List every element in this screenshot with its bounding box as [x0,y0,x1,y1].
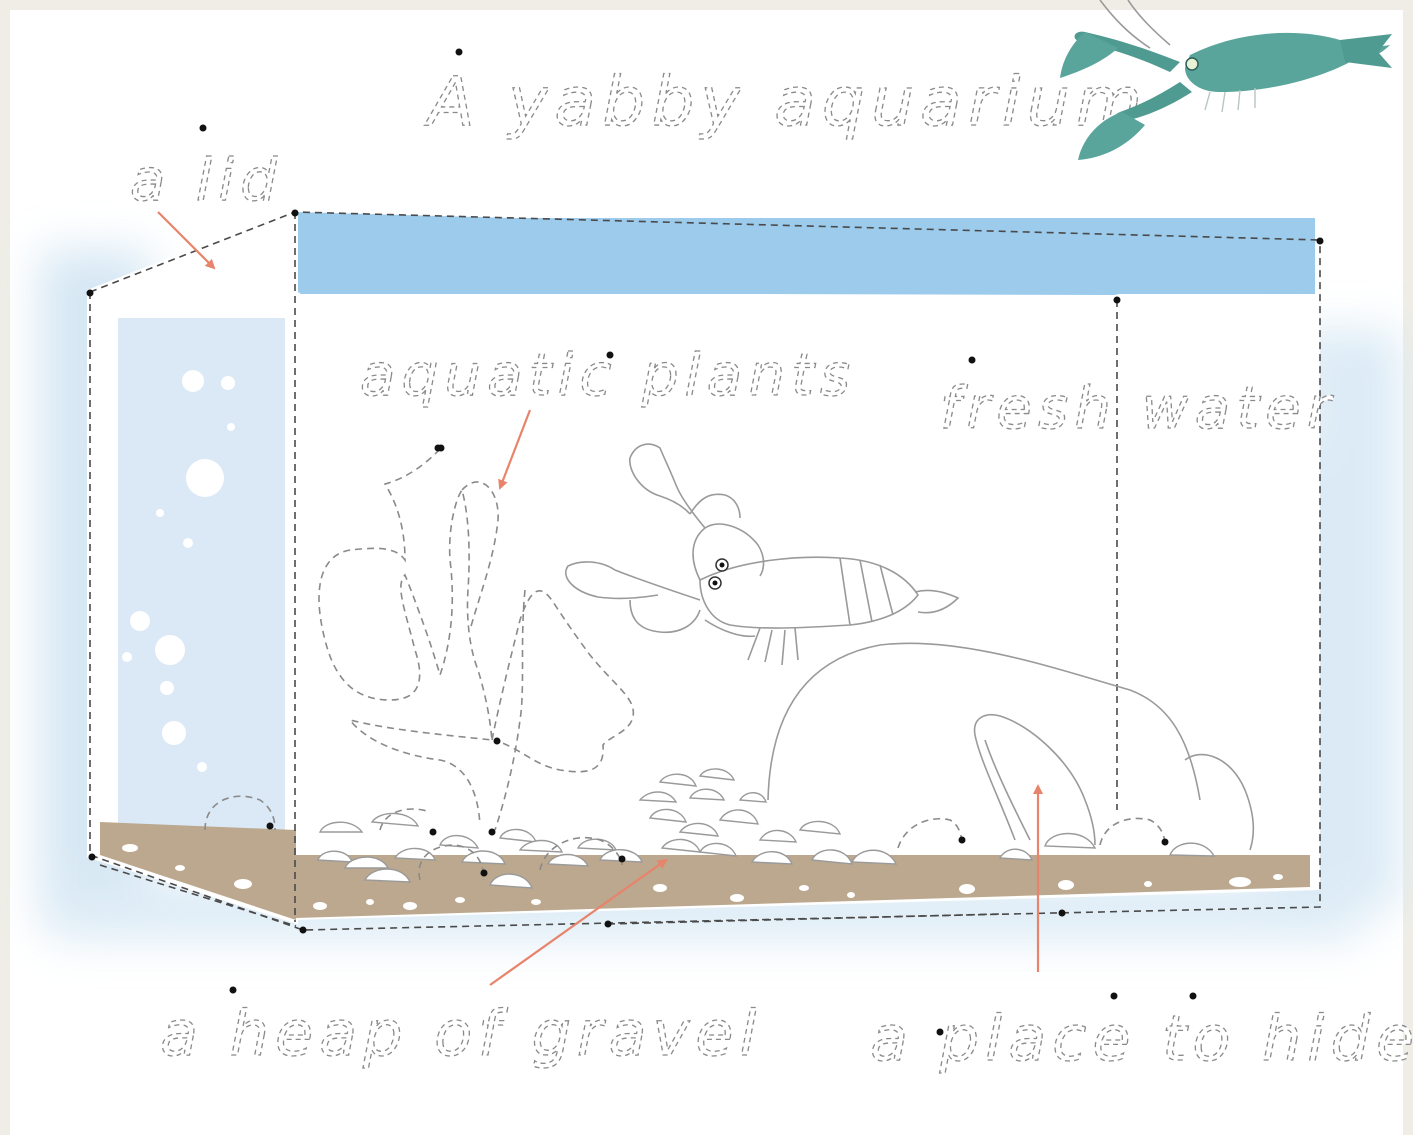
start-dot [1190,993,1197,1000]
label-aquatic-plants: aquatic plants [360,341,856,409]
start-dot [494,738,501,745]
title: A yabby aquarium [424,63,1148,142]
start-dot [200,125,207,132]
label-place-to-hide: a place to hide [870,1002,1413,1075]
start-dot [435,445,442,452]
label-fresh-water: fresh water [940,374,1337,442]
label-heap-of-gravel: a heap of gravel [160,997,763,1070]
start-dot [607,352,614,359]
start-dot [937,1029,944,1036]
label-lid: a lid [130,146,283,214]
start-dot [1111,993,1118,1000]
start-dot [456,49,463,56]
start-dot [230,987,237,994]
start-dot [969,357,976,364]
